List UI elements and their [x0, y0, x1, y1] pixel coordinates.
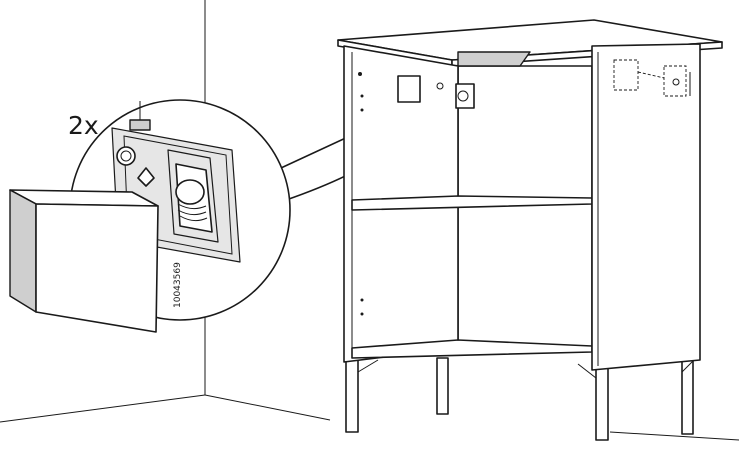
end-cap-part [9, 189, 159, 333]
cabinet [337, 19, 723, 441]
cabinet-legs [345, 357, 695, 441]
quantity-label: 2x [68, 111, 99, 140]
part-number: 10043569 [173, 262, 183, 308]
